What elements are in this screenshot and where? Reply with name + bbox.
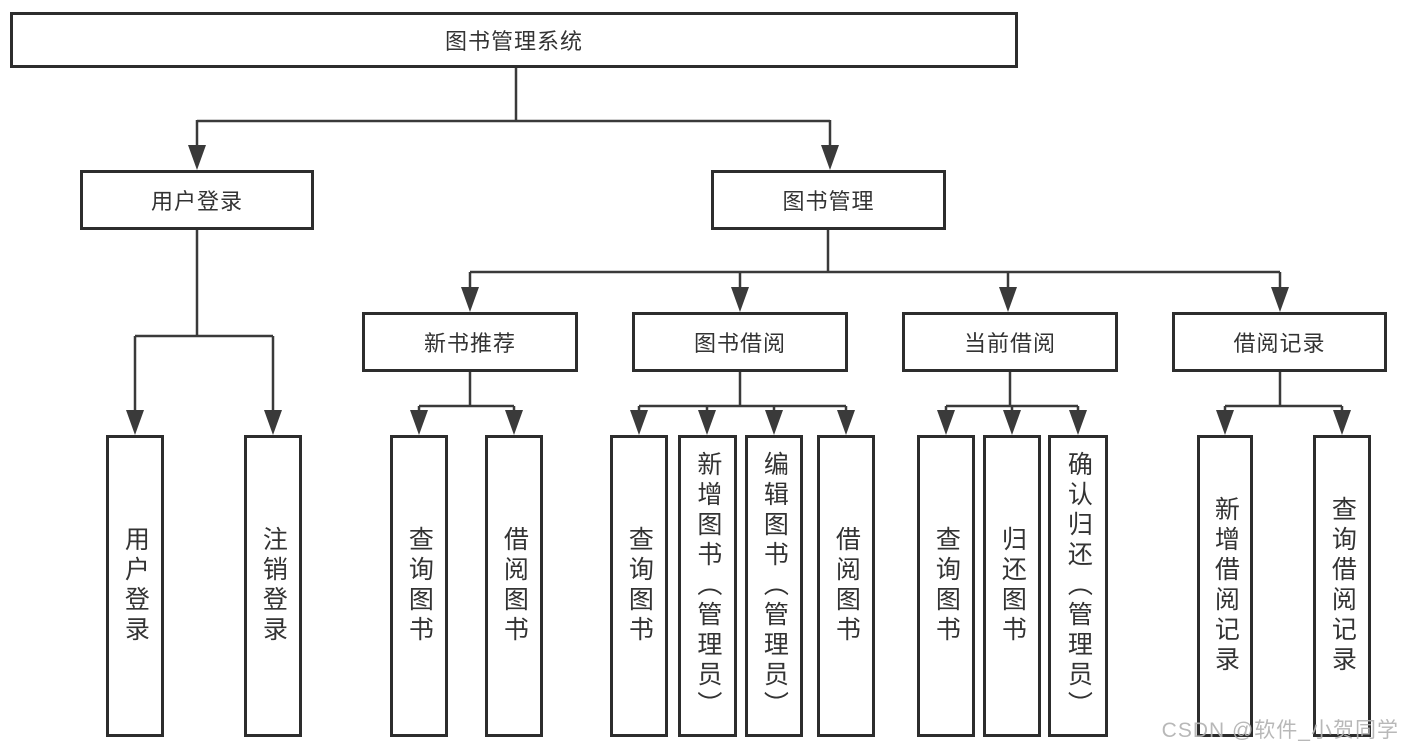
edge-root-to-level2	[195, 68, 832, 150]
edge-borrow-to-leaves	[637, 372, 848, 412]
leaf-current-confirm-admin-label: 确认归还（管理员）	[1064, 451, 1093, 721]
edge-newbook-to-leaves	[417, 372, 516, 412]
node-book-borrow: 图书借阅	[632, 312, 848, 372]
arrowheads	[126, 145, 1351, 435]
leaf-records-add: 新增借阅记录	[1197, 435, 1253, 737]
node-root: 图书管理系统	[10, 12, 1018, 68]
edge-bookmgmt-to-level3	[468, 230, 1282, 290]
leaf-user-login-label: 用户登录	[121, 526, 150, 646]
leaf-logout: 注销登录	[244, 435, 302, 737]
node-user-login: 用户登录	[80, 170, 314, 230]
leaf-borrow-query-label: 查询图书	[625, 526, 654, 646]
leaf-borrow-borrow: 借阅图书	[817, 435, 875, 737]
leaf-borrow-borrow-label: 借阅图书	[832, 526, 861, 646]
edge-records-to-leaves	[1223, 372, 1344, 412]
node-current-borrow: 当前借阅	[902, 312, 1118, 372]
leaf-newbook-query-label: 查询图书	[405, 526, 434, 646]
node-borrow-records: 借阅记录	[1172, 312, 1387, 372]
leaf-current-query-label: 查询图书	[932, 526, 961, 646]
leaf-borrow-add-admin-label: 新增图书（管理员）	[693, 451, 722, 721]
leaf-current-return-label: 归还图书	[998, 526, 1027, 646]
edge-userlogin-to-leaves	[133, 230, 275, 414]
leaf-user-login: 用户登录	[106, 435, 164, 737]
node-new-book-recommend: 新书推荐	[362, 312, 578, 372]
leaf-current-confirm-admin: 确认归还（管理员）	[1048, 435, 1108, 737]
leaf-logout-label: 注销登录	[259, 526, 288, 646]
leaf-current-return: 归还图书	[983, 435, 1041, 737]
leaf-records-query-label: 查询借阅记录	[1328, 496, 1357, 676]
leaf-current-query: 查询图书	[917, 435, 975, 737]
leaf-records-query: 查询借阅记录	[1313, 435, 1371, 737]
leaf-borrow-add-admin: 新增图书（管理员）	[678, 435, 737, 737]
leaf-newbook-borrow: 借阅图书	[485, 435, 543, 737]
leaf-borrow-query: 查询图书	[610, 435, 668, 737]
leaf-newbook-query: 查询图书	[390, 435, 448, 737]
node-book-management: 图书管理	[711, 170, 946, 230]
leaf-borrow-edit-admin: 编辑图书（管理员）	[745, 435, 803, 737]
edge-current-to-leaves	[944, 372, 1080, 412]
leaf-newbook-borrow-label: 借阅图书	[500, 526, 529, 646]
watermark: CSDN @软件_小贺同学	[1161, 719, 1399, 742]
leaf-borrow-edit-admin-label: 编辑图书（管理员）	[760, 451, 789, 721]
leaf-records-add-label: 新增借阅记录	[1211, 496, 1240, 676]
